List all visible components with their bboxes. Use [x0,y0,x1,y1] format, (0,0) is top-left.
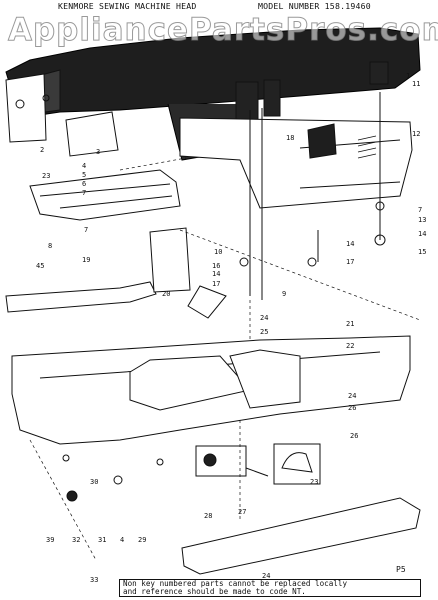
callout-label: 45 [36,262,45,270]
callout-label: 31 [98,536,107,544]
callout-label: 10 [214,248,223,256]
face-plate [5,73,47,143]
callout-label: 29 [138,536,147,544]
callout-label: 24 [260,314,269,322]
bottom-cover [181,497,421,575]
callout-label: 7 [82,189,87,197]
callout-label: 11 [412,80,421,88]
sheet-code: P5 [396,565,406,574]
callout-label: 27 [238,508,247,516]
note-line-1: Non key numbered parts cannot be replace… [123,579,348,588]
callout-label: 33 [90,576,99,584]
callout-label: 19 [82,256,91,264]
head-casting [5,27,421,119]
callout-label: 22 [346,342,355,350]
arm-tube [5,281,157,313]
callout-label: 24 [262,572,271,580]
callout-label: 16 [212,262,221,270]
callout-label: 14 [212,270,221,278]
watermark: AppliancePartsPros.com [8,12,438,49]
note-line-2: and reference should be made to code NT. [123,587,306,597]
callout-label: 7 [84,226,89,234]
callout-label: 1 [406,72,411,80]
callout-label: 30 [90,478,99,486]
callout-label: 6 [82,180,87,188]
callout-label: 15 [418,248,427,256]
motor-bracket [195,445,247,477]
callout-label: 12 [412,130,421,138]
callout-label: 5 [82,171,87,179]
callout-label: 25 [260,328,269,336]
callout-label: 32 [72,536,81,544]
callout-label: 23 [42,172,51,180]
callout-label: 39 [46,536,55,544]
callout-label: 3 [96,148,101,156]
callout-label: 17 [346,258,355,266]
callout-label: 13 [418,216,427,224]
callout-label: 18 [286,134,295,142]
callout-label: 26 [348,404,357,412]
callout-label: 28 [204,512,213,520]
callout-label: 2 [40,146,45,154]
callout-label: 26 [350,432,359,440]
callout-label: 14 [418,230,427,238]
callout-label: 14 [346,240,355,248]
diagram-title: KENMORE SEWING MACHINE HEAD [58,1,197,11]
upper-shell [179,117,413,209]
model-number: MODEL NUMBER 158.19460 [258,1,371,11]
callout-label: 20 [162,290,171,298]
callout-label: 4 [120,536,125,544]
lens-plate [65,111,119,157]
callout-label: 4 [82,162,87,170]
callout-label: 9 [282,290,287,298]
callout-label: 17 [212,280,221,288]
callout-label: 24 [348,392,357,400]
callout-label: 23 [310,478,319,486]
callout-label: 8 [48,242,53,250]
callout-label: 21 [346,320,355,328]
callout-label: 7 [418,206,423,214]
parts-note: Non key numbered parts cannot be replace… [119,579,421,597]
